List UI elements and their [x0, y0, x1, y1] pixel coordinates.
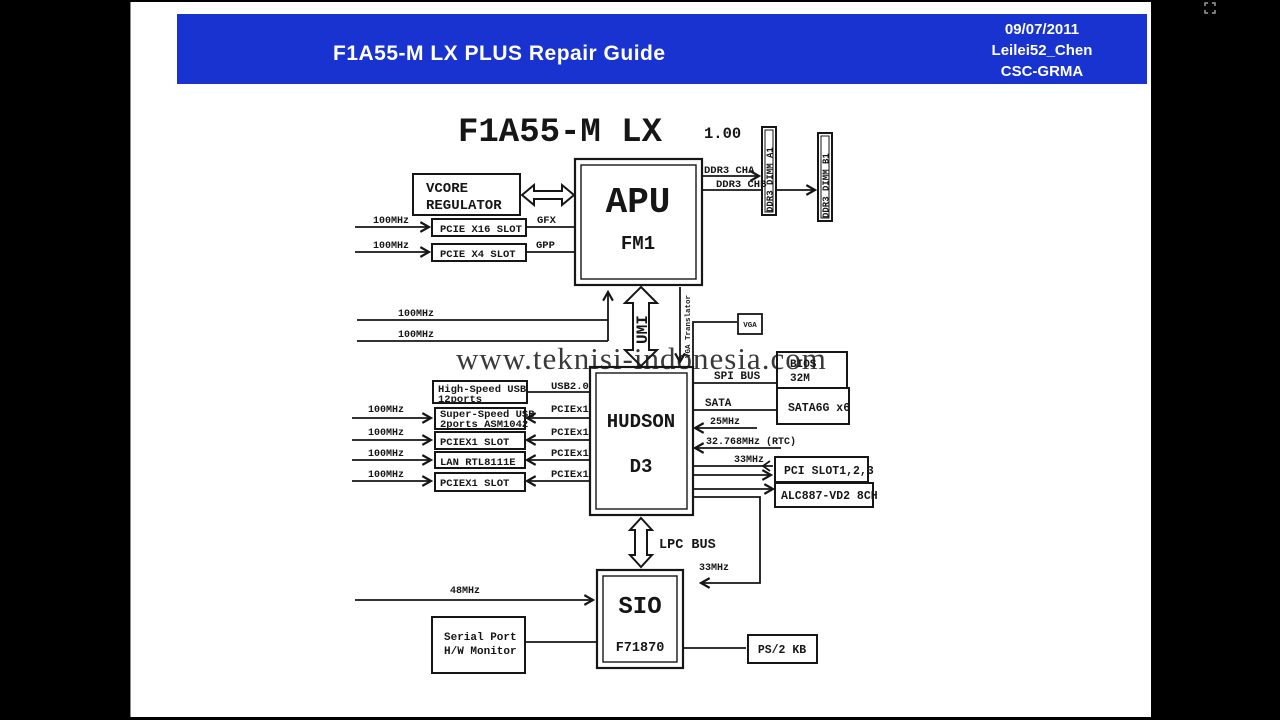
- ps2-kb-box: [747, 634, 818, 664]
- umi-label: UMI: [634, 315, 652, 344]
- sata-label: SATA: [705, 398, 732, 410]
- dimm-a1-box-inner: [764, 129, 774, 213]
- lpc-bus-label: LPC BUS: [659, 538, 716, 553]
- hudson-rev-label: D3: [630, 456, 653, 478]
- sio-label: SIO: [618, 594, 661, 621]
- clock-label-100mhz: 100MHz: [368, 405, 404, 416]
- diagram-version: 1.00: [704, 125, 741, 143]
- pciex1-slot1-label: PCIEX1 SLOT: [440, 437, 509, 449]
- lan-label: LAN RTL8111E: [440, 457, 516, 469]
- bus-arrows: [520, 182, 660, 569]
- ddr3-chb-label: DDR3 CHB: [716, 179, 767, 191]
- serial-port-box: [431, 616, 526, 674]
- clock-label-100mhz: 100MHz: [368, 470, 404, 481]
- clock-label-33mhz: 33MHz: [734, 455, 764, 466]
- vcore-regulator-box: [412, 173, 521, 216]
- pcie-x16-slot-box: [431, 218, 527, 237]
- apu-socket-label: FM1: [621, 233, 655, 255]
- sata6g-box: [776, 387, 850, 425]
- dimm-b1-label: DDR3 DIMM B1: [822, 153, 832, 218]
- rtc-clock-label: 32.768MHz (RTC): [706, 436, 796, 448]
- lpc-bus-arrow: [627, 516, 655, 569]
- page-title: F1A55-M LX PLUS Repair Guide: [333, 42, 666, 65]
- clock-label-25mhz: 25MHz: [710, 417, 740, 428]
- hudson-label: HUDSON: [607, 411, 675, 433]
- ps2-kb-label: PS/2 KB: [758, 644, 806, 657]
- umi-bus-arrow: [622, 285, 660, 368]
- header: F1A55-M LX PLUS Repair Guide 09/07/2011 …: [177, 14, 1147, 84]
- header-author: Leilei52_Chen: [991, 42, 1093, 59]
- line-clk33-to-sio: [693, 496, 761, 583]
- pcie-x4-slot-box: [431, 243, 527, 262]
- high-speed-usb-label-2: 12ports: [438, 394, 482, 406]
- diagram-title: F1A55-M LX: [458, 114, 663, 152]
- sio-part-label: F71870: [616, 641, 665, 656]
- vcore-apu-arrow: [520, 182, 576, 208]
- dimm-b1-box-inner: [820, 135, 830, 219]
- vga-label: VGA: [743, 322, 757, 330]
- bios-label-1: BIOS: [790, 359, 817, 371]
- spi-bus-label: SPI BUS: [714, 371, 761, 383]
- hudson-box-inner: [595, 372, 688, 510]
- lan-box: [434, 451, 526, 469]
- clock-label-33mhz: 33MHz: [699, 563, 729, 574]
- super-speed-usb-label-1: Super-Speed USB: [440, 409, 535, 421]
- connection-lines: [352, 176, 815, 649]
- clock-label-48mhz: 48MHz: [450, 586, 480, 597]
- apu-label: APU: [606, 182, 671, 223]
- pciex1-label: PCIEx1: [551, 448, 589, 460]
- header-org: CSC-GRMA: [1000, 63, 1084, 80]
- pciex1-label: PCIEx1: [551, 427, 589, 439]
- usb20-label: USB2.0: [551, 381, 589, 393]
- bios-label-2: 32M: [790, 373, 810, 385]
- high-speed-usb-label-1: High-Speed USB: [438, 384, 527, 396]
- serial-port-label-2: H/W Monitor: [444, 646, 517, 658]
- header-meta: 09/07/2011 Leilei52_Chen CSC-GRMA: [967, 19, 1117, 82]
- sio-box-inner: [602, 575, 678, 663]
- pci-slot-label: PCI SLOT1,2,3: [784, 465, 874, 478]
- clock-label-100mhz: 100MHz: [398, 330, 434, 341]
- pcie-x16-label: PCIE X16 SLOT: [440, 224, 522, 236]
- watermark-text: www.teknisi-indonesia.com: [456, 341, 827, 376]
- clock-label-100mhz: 100MHz: [368, 449, 404, 460]
- pciex1-slot1-box: [434, 431, 526, 450]
- vcore-label-1: VCORE: [426, 181, 468, 197]
- gpp-label: GPP: [536, 240, 555, 252]
- clock-label-100mhz: 100MHz: [373, 216, 409, 227]
- pciex1-slot2-box: [434, 472, 526, 492]
- dimm-a1-label: DDR3 DIMM A1: [766, 147, 776, 212]
- super-speed-usb-box: [434, 407, 526, 430]
- alc-audio-box: [774, 482, 874, 508]
- sata6g-label: SATA6G x6: [788, 402, 850, 415]
- component-boxes: [412, 126, 874, 674]
- clock-label-100mhz: 100MHz: [373, 241, 409, 252]
- gfx-label: GFX: [537, 215, 557, 227]
- serial-port-label-1: Serial Port: [444, 632, 517, 644]
- vga-translator-label: VGA Translator: [685, 295, 693, 358]
- fullscreen-icon[interactable]: [1202, 1, 1218, 15]
- pciex1-label: PCIEx1: [551, 404, 589, 416]
- pciex1-slot2-label: PCIEX1 SLOT: [440, 478, 509, 490]
- clock-label-100mhz: 100MHz: [398, 309, 434, 320]
- high-speed-usb-box: [432, 380, 528, 404]
- clock-label-100mhz: 100MHz: [368, 428, 404, 439]
- header-date: 09/07/2011: [1004, 21, 1080, 38]
- line-hudson-to-vga: [692, 321, 737, 367]
- pcie-x4-label: PCIE X4 SLOT: [440, 249, 516, 261]
- super-speed-usb-label-2: 2ports ASM1042: [440, 419, 528, 431]
- apu-box-inner: [580, 164, 697, 280]
- vcore-label-2: REGULATOR: [426, 198, 502, 214]
- ddr3-cha-label: DDR3 CHA: [704, 165, 755, 177]
- vga-connector-box: [737, 313, 763, 335]
- pciex1-label: PCIEx1: [551, 469, 589, 481]
- alc-audio-label: ALC887-VD2 8CH: [781, 490, 878, 503]
